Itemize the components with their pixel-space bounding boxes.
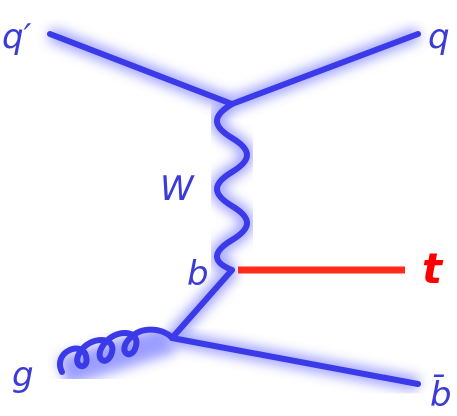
label-q-prime: q′ [2, 17, 32, 57]
label-q: q [428, 17, 450, 57]
label-top: t [422, 244, 444, 293]
q-line [229, 31, 421, 107]
w-propagator [214, 101, 250, 273]
lines-layer [47, 31, 421, 387]
gluon-propagator [57, 326, 175, 375]
label-gluon: g [12, 355, 34, 395]
labels-layer: q′ q W b t g b̄ [2, 17, 452, 415]
label-b: b [187, 254, 209, 294]
b-line [169, 267, 235, 341]
b-bar-line [169, 335, 421, 387]
label-w: W [160, 169, 195, 209]
label-b-bar: b̄ [430, 374, 452, 415]
q-prime-line [47, 31, 235, 107]
